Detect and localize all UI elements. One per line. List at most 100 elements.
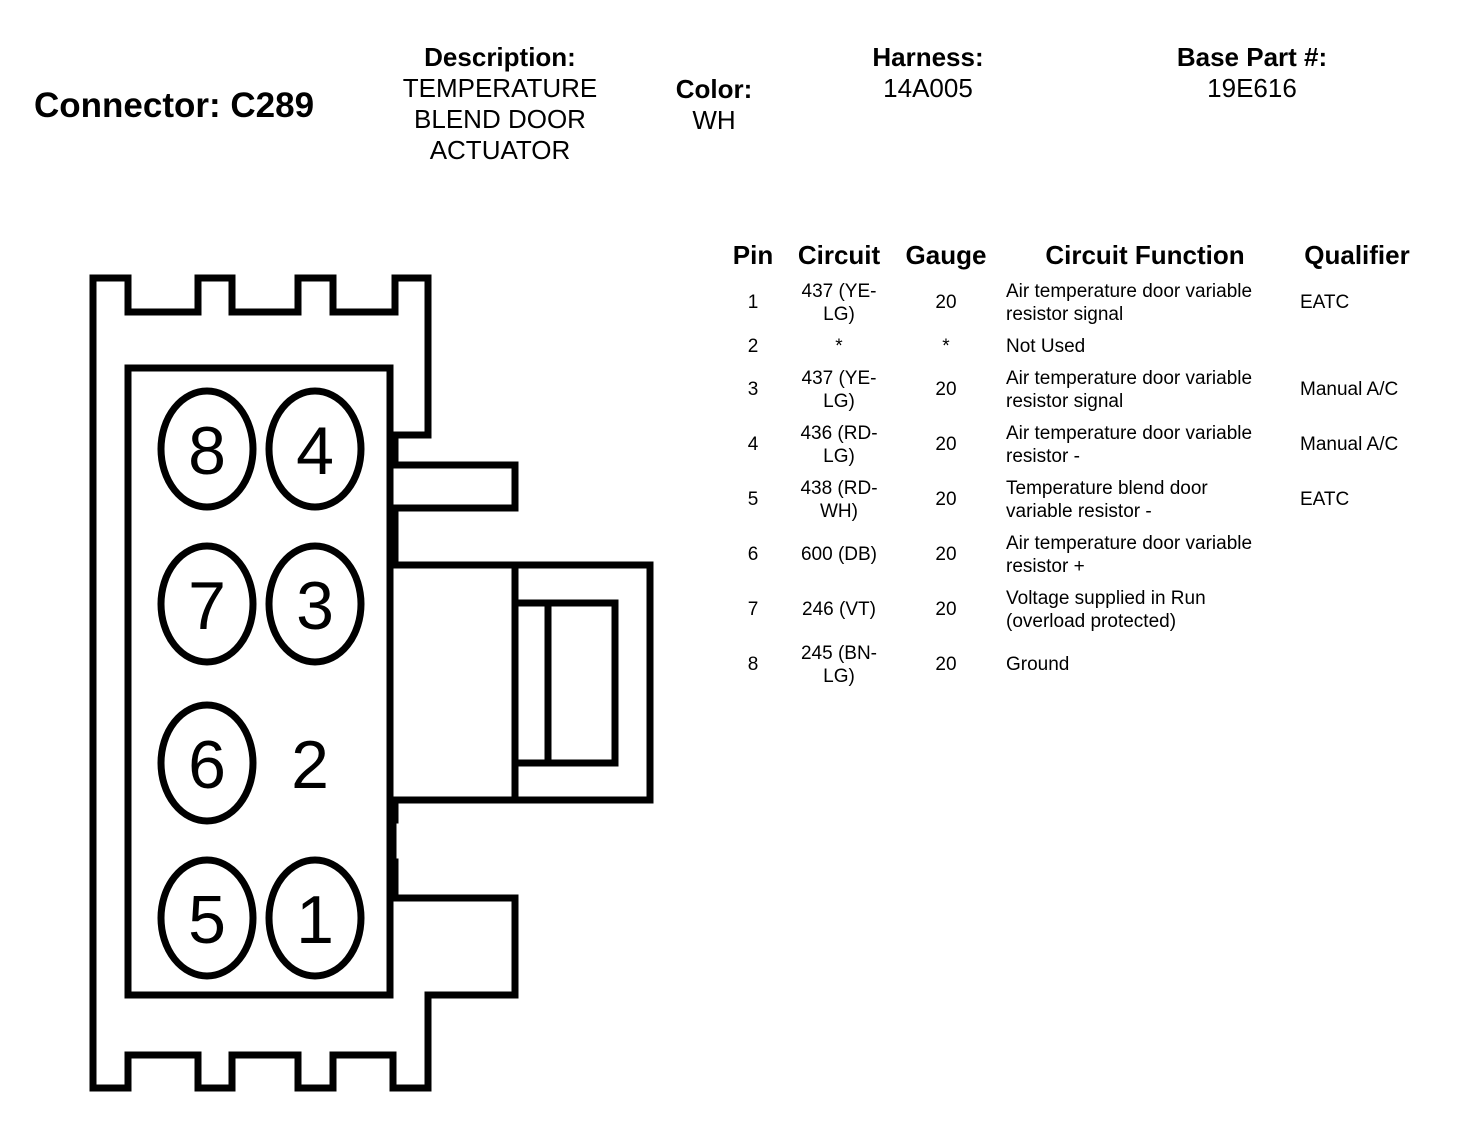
column-header-qualifier: Qualifier	[1304, 240, 1410, 270]
pin-cell: 2	[747, 335, 759, 357]
circuit-cell: 437 (YE-LG)	[784, 275, 894, 330]
gauge-cell: *	[942, 335, 950, 357]
table-row: 6 600 (DB) 20 Air temperature door variable…	[722, 527, 1422, 582]
pin-number-4: 4	[296, 413, 334, 489]
circuit-function-line: resistor signal	[1006, 303, 1124, 325]
circuit-function-cell: Ground	[998, 637, 1292, 692]
circuit-cell: 438 (RD-WH)	[784, 472, 894, 527]
qualifier-cell: EATC	[1300, 292, 1350, 313]
qualifier-cell: Manual A/C	[1300, 379, 1399, 400]
circuit-line: *	[835, 335, 843, 357]
color-value: WH	[692, 105, 736, 135]
description-line: ACTUATOR	[429, 135, 571, 165]
circuit-cell: *	[784, 330, 894, 362]
pin-number-8: 8	[188, 413, 226, 489]
circuit-function-line: resistor +	[1006, 555, 1085, 577]
gauge-cell: 20	[935, 379, 957, 400]
circuit-cell: 600 (DB)	[784, 527, 894, 582]
qualifier-cell	[1292, 637, 1422, 692]
pin-cavity-1	[265, 856, 365, 980]
color-label: Color:	[675, 74, 753, 104]
qualifier-cell	[1292, 527, 1422, 582]
circuit-cell: 246 (VT)	[784, 582, 894, 637]
circuit-line: LG)	[823, 445, 855, 467]
table-row: 1 437 (YE-LG) 20 Air temperature door varia…	[722, 275, 1422, 330]
pin-number-3: 3	[296, 568, 334, 644]
circuit-function-line: Ground	[1006, 654, 1070, 675]
color-block: Color: WH	[654, 74, 774, 136]
circuit-cell: 245 (BN-LG)	[784, 637, 894, 692]
description-line: BLEND DOOR	[414, 104, 586, 134]
circuit-function-line: Air temperature door variable	[1006, 422, 1253, 444]
harness-label: Harness:	[872, 42, 984, 72]
pin-number-7: 7	[188, 568, 226, 644]
circuit-line: 438 (RD-	[800, 477, 878, 499]
pin-cavity-5	[157, 856, 257, 980]
harness-value: 14A005	[883, 73, 973, 103]
qualifier-cell	[1292, 582, 1422, 637]
connector-cavity-outline	[124, 364, 394, 999]
table-row: 8 245 (BN-LG) 20 Ground	[722, 637, 1422, 692]
base-part-label: Base Part #:	[1176, 42, 1328, 72]
circuit-function-line: Voltage supplied in Run	[1006, 587, 1206, 609]
circuit-function-line: (overload protected)	[1006, 610, 1177, 632]
column-header-gauge: Gauge	[905, 240, 987, 270]
gauge-cell: 20	[935, 434, 957, 455]
qualifier-cell: Manual A/C	[1300, 434, 1399, 455]
circuit-function-cell: Voltage supplied in Run(overload protect…	[998, 582, 1292, 637]
connector-latch-inner	[511, 599, 619, 767]
circuit-line: 246 (VT)	[802, 599, 876, 620]
description-label: Description:	[424, 42, 576, 72]
base-part-value: 19E616	[1207, 73, 1297, 103]
circuit-line: 437 (YE-	[801, 367, 877, 389]
pin-cavity-3	[265, 542, 365, 666]
column-header-circuit: Circuit	[797, 240, 881, 270]
pin-cell: 4	[747, 434, 759, 455]
circuit-function-line: Not Used	[1006, 335, 1086, 357]
circuit-line: LG)	[823, 390, 855, 412]
pin-cavity-7	[157, 542, 257, 666]
circuit-cell: 436 (RD-LG)	[784, 417, 894, 472]
description-line: TEMPERATURE	[402, 73, 598, 103]
circuit-function-line: Air temperature door variable	[1006, 280, 1253, 302]
pin-cell: 1	[747, 292, 759, 313]
pin-cell: 7	[747, 599, 759, 620]
pin-cavity-4	[265, 387, 365, 511]
connector-title: Connector: C289	[34, 86, 315, 125]
pin-table-header-row: Pin Circuit Gauge Circuit Function Quali…	[722, 236, 1422, 275]
pin-number-5: 5	[188, 882, 226, 958]
qualifier-cell: EATC	[1300, 489, 1350, 510]
table-row: 2 * * Not Used	[722, 330, 1422, 362]
circuit-function-line: resistor signal	[1006, 390, 1124, 412]
circuit-function-line: Air temperature door variable	[1006, 367, 1253, 389]
circuit-line: 437 (YE-	[801, 280, 877, 302]
circuit-line: LG)	[823, 665, 855, 687]
column-header-circuit-function: Circuit Function	[1045, 240, 1245, 270]
circuit-cell: 437 (YE-LG)	[784, 362, 894, 417]
circuit-line: LG)	[823, 303, 855, 325]
gauge-cell: 20	[935, 292, 957, 313]
pin-cavity-6	[157, 701, 257, 825]
pin-cell: 8	[747, 654, 759, 675]
pin-table: Pin Circuit Gauge Circuit Function Quali…	[722, 236, 1422, 692]
gauge-cell: 20	[935, 654, 957, 675]
pin-cell: 5	[747, 489, 759, 510]
circuit-function-line: resistor -	[1006, 445, 1080, 467]
circuit-line: 245 (BN-	[800, 642, 878, 664]
pin-cell: 6	[747, 544, 759, 565]
gauge-cell: 20	[935, 544, 957, 565]
pin-number-2: 2	[291, 727, 329, 803]
circuit-function-line: Air temperature door variable	[1006, 532, 1253, 554]
circuit-line: WH)	[820, 500, 858, 522]
circuit-line: 436 (RD-	[800, 422, 878, 444]
pin-number-6: 6	[188, 727, 226, 803]
